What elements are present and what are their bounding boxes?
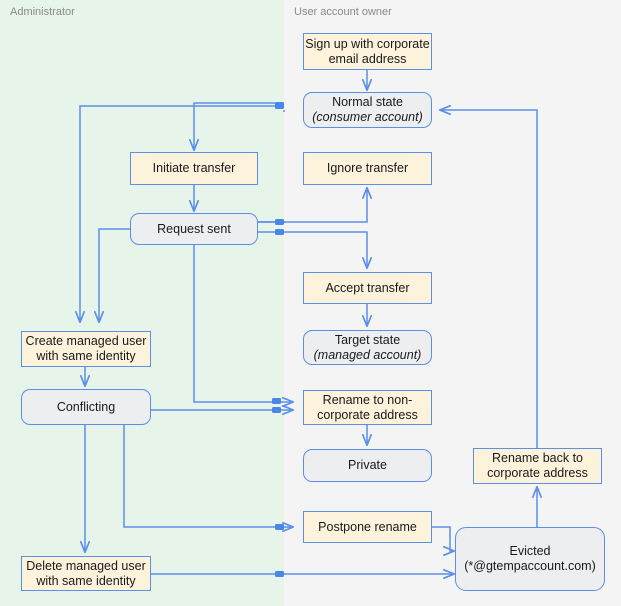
node-label: Private: [348, 458, 387, 472]
node-label: Ignore transfer: [326, 161, 409, 175]
node-accept-transfer[interactable]: Accept transfer: [303, 272, 432, 304]
node-sublabel: (consumer account): [312, 110, 423, 124]
swimlane-label-user-account-owner: User account owner: [294, 6, 392, 18]
node-target-state[interactable]: Target state (managed account): [303, 330, 432, 365]
node-label: Conflicting: [56, 399, 116, 414]
node-normal-state[interactable]: Normal state (consumer account): [303, 92, 432, 128]
node-conflicting[interactable]: Conflicting: [21, 389, 151, 425]
node-rename-back[interactable]: Rename back to corporate address: [473, 448, 602, 484]
swimlane-label-administrator: Administrator: [10, 6, 75, 18]
node-rename-noncorporate[interactable]: Rename to non-corporate address: [303, 390, 432, 425]
node-label: Sign up with corporate email address: [305, 36, 430, 66]
node-label: Accept transfer: [325, 280, 410, 295]
node-label: Rename to non-corporate address: [317, 392, 418, 422]
node-sublabel: (*@gtempaccount.com): [464, 559, 596, 573]
node-label: Postpone rename: [318, 519, 417, 534]
node-label: Evicted: [509, 544, 551, 558]
node-label: Delete managed user with same identity: [26, 558, 146, 588]
node-delete-managed-user[interactable]: Delete managed user with same identity: [21, 556, 151, 591]
node-label: Request sent: [157, 221, 231, 236]
node-label: Target state: [334, 332, 401, 347]
node-label: Initiate transfer: [152, 161, 236, 175]
swimlane-administrator: Administrator: [0, 0, 284, 606]
node-create-managed-user[interactable]: Create managed user with same identity: [21, 331, 151, 367]
node-private[interactable]: Private: [303, 449, 432, 482]
node-ignore-transfer[interactable]: Ignore transfer: [303, 152, 432, 185]
node-postpone-rename[interactable]: Postpone rename: [303, 511, 432, 543]
node-signup[interactable]: Sign up with corporate email address: [303, 33, 432, 70]
node-evicted[interactable]: Evicted (*@gtempaccount.com): [455, 527, 605, 591]
node-initiate-transfer[interactable]: Initiate transfer: [130, 152, 258, 185]
node-label: Create managed user with same identity: [25, 334, 147, 363]
node-request-sent[interactable]: Request sent: [130, 213, 258, 245]
node-sublabel: (managed account): [313, 347, 422, 362]
node-label: Normal state: [332, 95, 403, 109]
node-label: Rename back to corporate address: [487, 451, 588, 480]
